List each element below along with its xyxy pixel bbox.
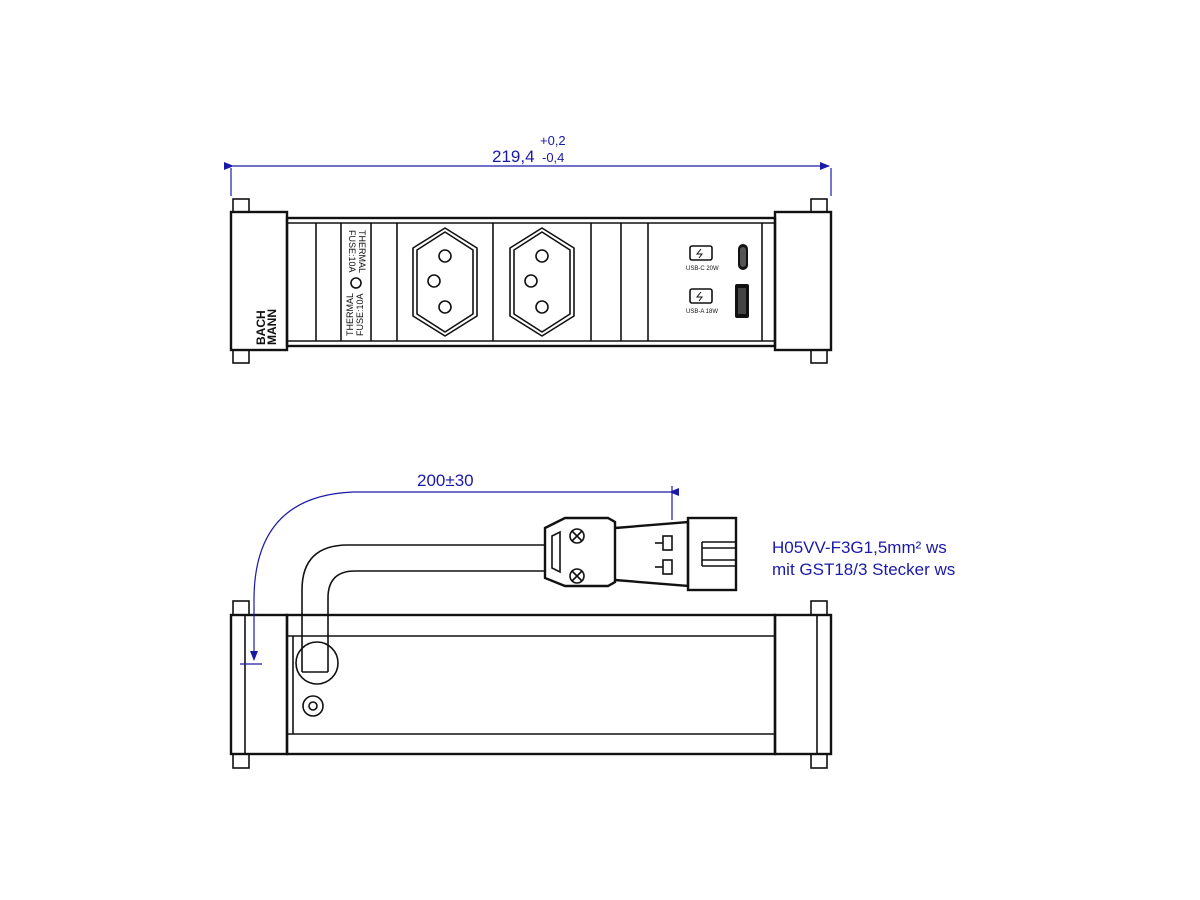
side-left-end-cap xyxy=(229,600,289,769)
usb-c-label: USB-C 20W xyxy=(686,266,719,272)
usb-a-label: USB-A 18W xyxy=(686,309,718,315)
cable-spec-line2: mit GST18/3 Stecker ws xyxy=(772,560,955,579)
gst18-plug xyxy=(543,516,738,592)
width-nominal: 219,4 xyxy=(492,147,535,166)
right-end-cap xyxy=(773,198,833,364)
fuse-label-top-line2: FUSE:10A xyxy=(347,230,357,273)
fuse-label-bottom-line2: FUSE:10A xyxy=(355,293,365,336)
width-tol-upper: +0,2 xyxy=(540,133,566,148)
socket-2 xyxy=(509,227,575,337)
side-right-end-cap xyxy=(773,600,833,769)
usb-c-lightning-icon xyxy=(689,245,713,261)
brand-line2: MANN xyxy=(265,309,279,345)
side-profile-body xyxy=(285,613,777,756)
top-view: 219,4 +0,2 -0,4 xyxy=(224,133,833,364)
brand-line1: BACH xyxy=(254,310,268,345)
socket-1 xyxy=(412,227,478,337)
fuse-label-top-line1: THERMAL xyxy=(357,230,367,273)
cable-spec: H05VV-F3G1,5mm² ws mit GST18/3 Stecker w… xyxy=(772,538,955,579)
cable-spec-line1: H05VV-F3G1,5mm² ws xyxy=(772,538,947,557)
fuse-label-bottom-line1: THERMAL xyxy=(345,293,355,336)
profile-body xyxy=(285,216,777,348)
bachmann-logo: BACH MANN xyxy=(254,309,279,345)
fuse-reset-button xyxy=(350,277,362,289)
side-view: 200±30 H05VV-F3G1,5mm² ws mit GST18/3 St… xyxy=(229,471,955,769)
width-tol-lower: -0,4 xyxy=(542,150,564,165)
cable-length-label: 200±30 xyxy=(417,471,474,490)
thermal-fuse-module: THERMAL FUSE:10A THERMAL FUSE:10A xyxy=(345,230,367,336)
cable-length-dimension: 200±30 xyxy=(240,471,679,665)
width-dimension: 219,4 +0,2 -0,4 xyxy=(224,133,832,196)
mounting-hole xyxy=(302,695,324,717)
usb-a-lightning-icon xyxy=(689,288,713,304)
usb-module: USB-C 20W USB-A 18W xyxy=(686,244,749,318)
